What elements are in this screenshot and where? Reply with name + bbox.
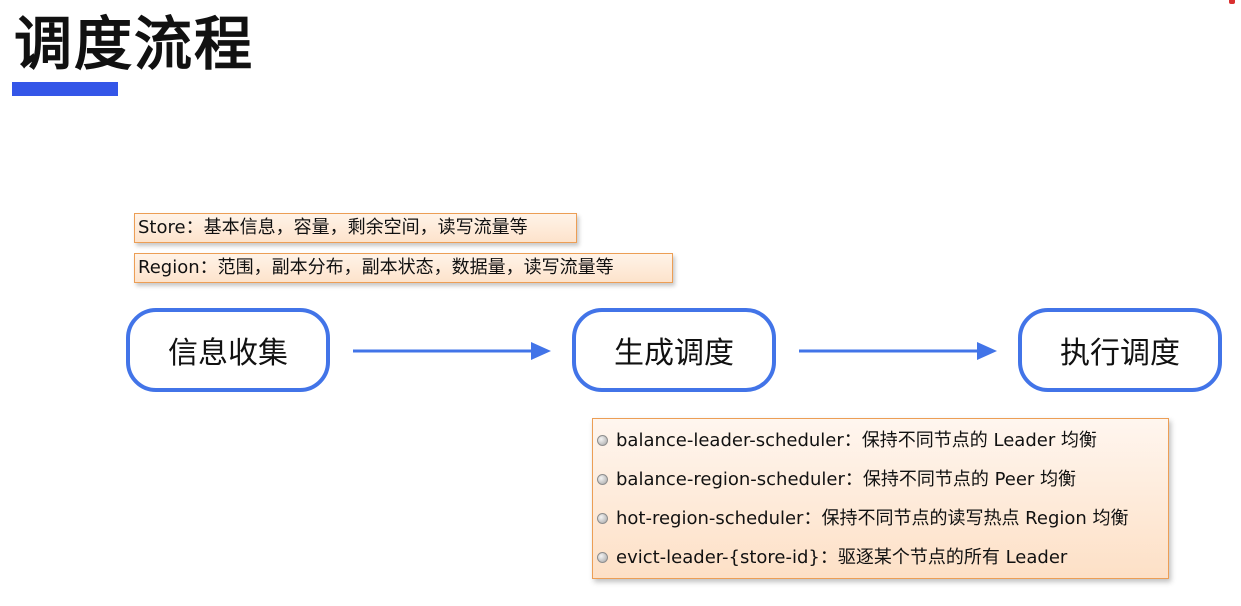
scheduler-item-text: balance-region-scheduler：保持不同节点的 Peer 均衡 (616, 468, 1077, 490)
step-info-collection-label: 信息收集 (168, 336, 288, 371)
step-execute-schedule: 执行调度 (1018, 308, 1222, 392)
bullet-icon (597, 474, 608, 485)
arrow-right-icon (799, 342, 997, 360)
step-info-collection: 信息收集 (126, 308, 330, 392)
list-item: balance-leader-scheduler：保持不同节点的 Leader … (593, 421, 1168, 460)
bullet-icon (597, 513, 608, 524)
page-title: 调度流程 (14, 10, 255, 78)
list-item: balance-region-scheduler：保持不同节点的 Peer 均衡 (593, 460, 1168, 499)
scheduler-item-text: hot-region-scheduler：保持不同节点的读写热点 Region … (616, 507, 1129, 529)
store-info-note: Store：基本信息，容量，剩余空间，读写流量等 (134, 213, 577, 243)
corner-marker (1229, 0, 1235, 4)
title-underline-bar (12, 82, 118, 96)
scheduler-list: balance-leader-scheduler：保持不同节点的 Leader … (592, 418, 1169, 579)
region-info-note: Region：范围，副本分布，副本状态，数据量，读写流量等 (134, 253, 673, 283)
scheduler-item-text: evict-leader-{store-id}：驱逐某个节点的所有 Leader (616, 546, 1068, 568)
bullet-icon (597, 435, 608, 446)
list-item: hot-region-scheduler：保持不同节点的读写热点 Region … (593, 499, 1168, 538)
scheduler-item-text: balance-leader-scheduler：保持不同节点的 Leader … (616, 429, 1097, 451)
step-generate-schedule-label: 生成调度 (614, 336, 734, 371)
arrow-right-icon (353, 342, 551, 360)
step-generate-schedule: 生成调度 (572, 308, 776, 392)
list-item: evict-leader-{store-id}：驱逐某个节点的所有 Leader (593, 538, 1168, 577)
bullet-icon (597, 552, 608, 563)
step-execute-schedule-label: 执行调度 (1060, 336, 1180, 371)
